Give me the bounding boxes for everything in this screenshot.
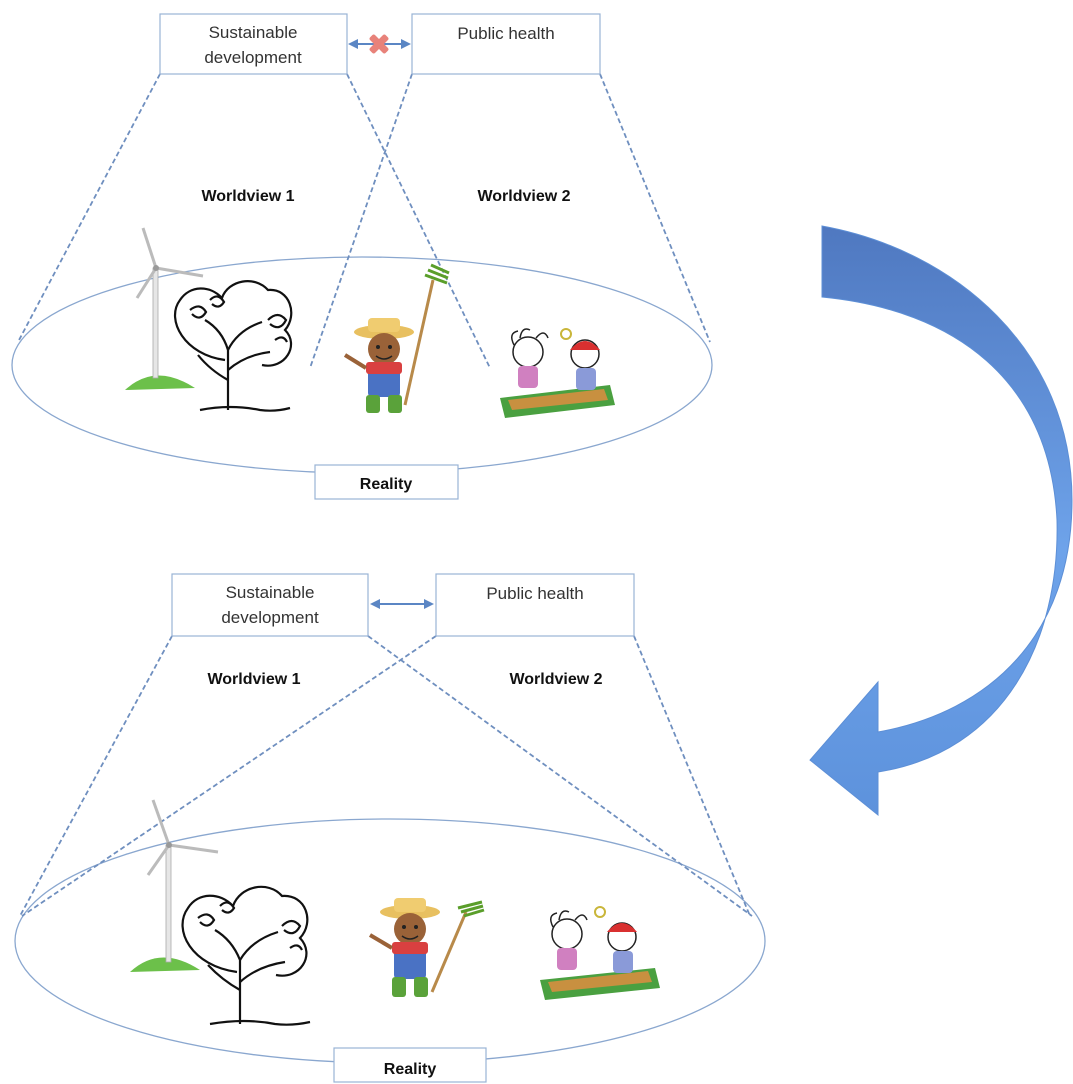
public-health-label: Public health: [486, 584, 583, 603]
curved-arrow-icon: [809, 225, 1073, 817]
public-health-box: [435, 573, 635, 637]
tree-icon: [174, 280, 293, 412]
sustainable-development-box: [171, 573, 369, 637]
projection-beams: [19, 635, 753, 917]
worldview-1-label: Worldview 1: [201, 188, 294, 205]
panel-top: Sustainable development Public health Wo…: [11, 13, 713, 500]
reality-label: Reality: [384, 1061, 437, 1078]
sustainable-development-box: [159, 13, 348, 75]
wind-turbine-icon: [125, 227, 204, 390]
panel-bottom: Sustainable development Public health Wo…: [14, 573, 766, 1083]
reality-ellipse: [14, 818, 766, 1064]
children-sandbox-icon: [540, 906, 660, 1000]
double-arrow-icon: [370, 599, 434, 609]
public-health-box: [411, 13, 601, 75]
sustainable-development-label-line1: Sustainable: [226, 583, 315, 602]
public-health-label: Public health: [457, 24, 554, 43]
sustainable-development-label-line2: development: [204, 48, 302, 67]
wind-turbine-icon: [130, 799, 219, 972]
farmer-icon: [368, 898, 485, 997]
reality-box: [314, 464, 459, 500]
sustainable-development-label-line2: development: [221, 608, 319, 627]
worldview-2-label: Worldview 2: [509, 671, 602, 688]
farmer-icon: [343, 263, 450, 413]
tree-icon: [181, 885, 311, 1026]
reality-box: [333, 1047, 487, 1083]
worldview-1-label: Worldview 1: [207, 671, 300, 688]
sustainable-development-label-line1: Sustainable: [209, 23, 298, 42]
projection-beams: [17, 73, 711, 369]
reality-label: Reality: [360, 476, 413, 493]
children-sandbox-icon: [500, 328, 615, 418]
worldview-2-label: Worldview 2: [477, 188, 570, 205]
red-cross-icon: [369, 34, 389, 54]
